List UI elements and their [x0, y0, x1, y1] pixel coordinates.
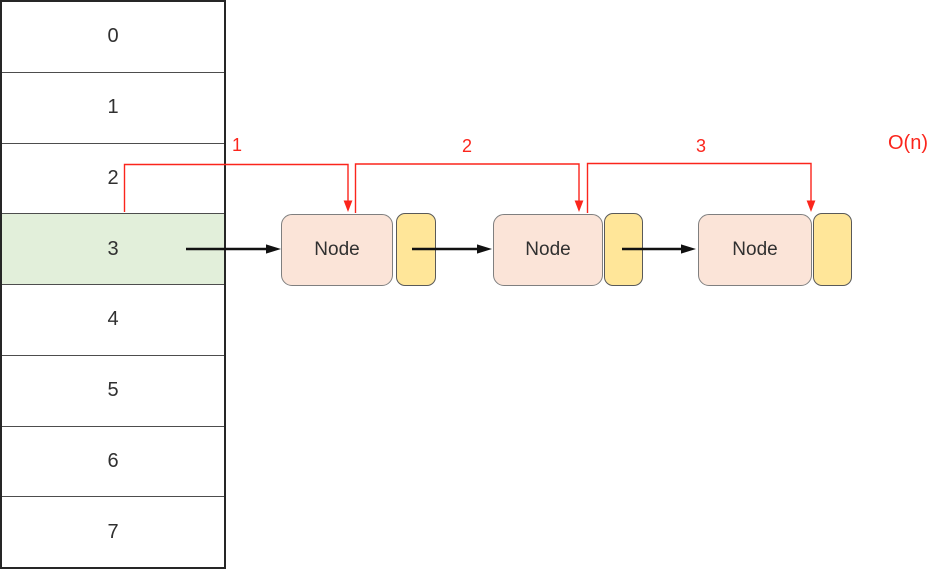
array-cell-1: 1	[2, 72, 224, 144]
array-cell-label: 1	[107, 96, 119, 119]
linked-node-1: Node	[281, 214, 393, 286]
array-cell-2: 2	[2, 143, 224, 215]
step-label-1: 1	[231, 135, 243, 155]
array-cell-0: 0	[2, 2, 224, 73]
step-label-3: 3	[695, 136, 707, 156]
next-pointer-box-2	[604, 213, 643, 286]
step-arrow-2	[354, 163, 584, 213]
linked-node-3: Node	[698, 214, 812, 286]
complexity-label: O(n)	[888, 132, 928, 154]
linked-node-2: Node	[493, 214, 603, 286]
node-label: Node	[525, 239, 571, 260]
array-cell-7: 7	[2, 497, 224, 567]
array-cell-6: 6	[2, 426, 224, 498]
step-label-2: 2	[461, 136, 473, 156]
array-cell-label: 5	[107, 379, 119, 402]
node-label: Node	[314, 239, 360, 260]
array-cell-label: 0	[107, 25, 119, 48]
step-arrow-3	[586, 162, 816, 213]
array-cell-3-highlighted: 3	[2, 214, 224, 285]
array-cell-label: 3	[107, 237, 119, 260]
next-pointer-box-3	[813, 213, 852, 286]
array-cell-label: 4	[107, 308, 119, 331]
array-cell-label: 2	[107, 166, 119, 189]
array-cell-label: 6	[107, 449, 119, 472]
array-cell-4: 4	[2, 285, 224, 356]
array-cell-label: 7	[107, 520, 119, 543]
next-pointer-box-1	[396, 213, 436, 286]
bucket-array: 0 1 2 3 4 5 6 7	[0, 0, 226, 569]
array-cell-5: 5	[2, 355, 224, 427]
node-label: Node	[732, 239, 778, 260]
